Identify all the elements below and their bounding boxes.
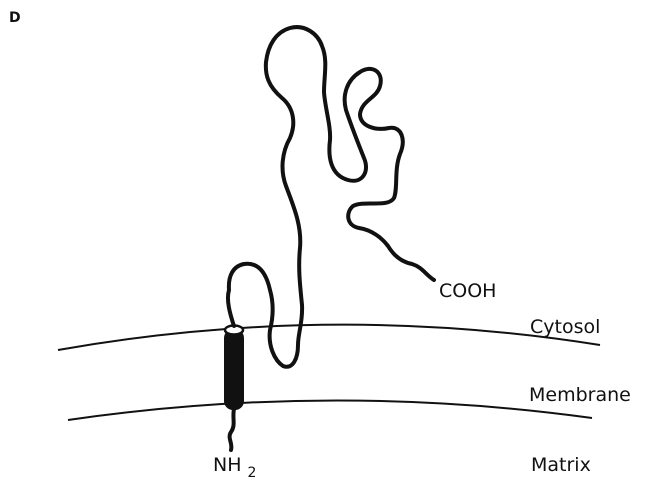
n-terminus-label: NH 2 [213, 454, 256, 481]
n-terminal-tail [230, 409, 234, 450]
cytosolic-polypeptide-chain [228, 27, 434, 367]
membrane-inner-boundary [68, 400, 592, 420]
membrane-outer-boundary [58, 325, 600, 350]
panel-letter: D [9, 10, 21, 26]
matrix-label: Matrix [531, 454, 591, 476]
cytosol-label: Cytosol [530, 316, 600, 338]
c-terminus-label: COOH [439, 280, 496, 302]
n-terminus-subscript: 2 [248, 465, 257, 481]
transmembrane-helix [224, 326, 244, 411]
n-terminus-text: NH [213, 454, 242, 476]
membrane-label: Membrane [529, 384, 631, 406]
